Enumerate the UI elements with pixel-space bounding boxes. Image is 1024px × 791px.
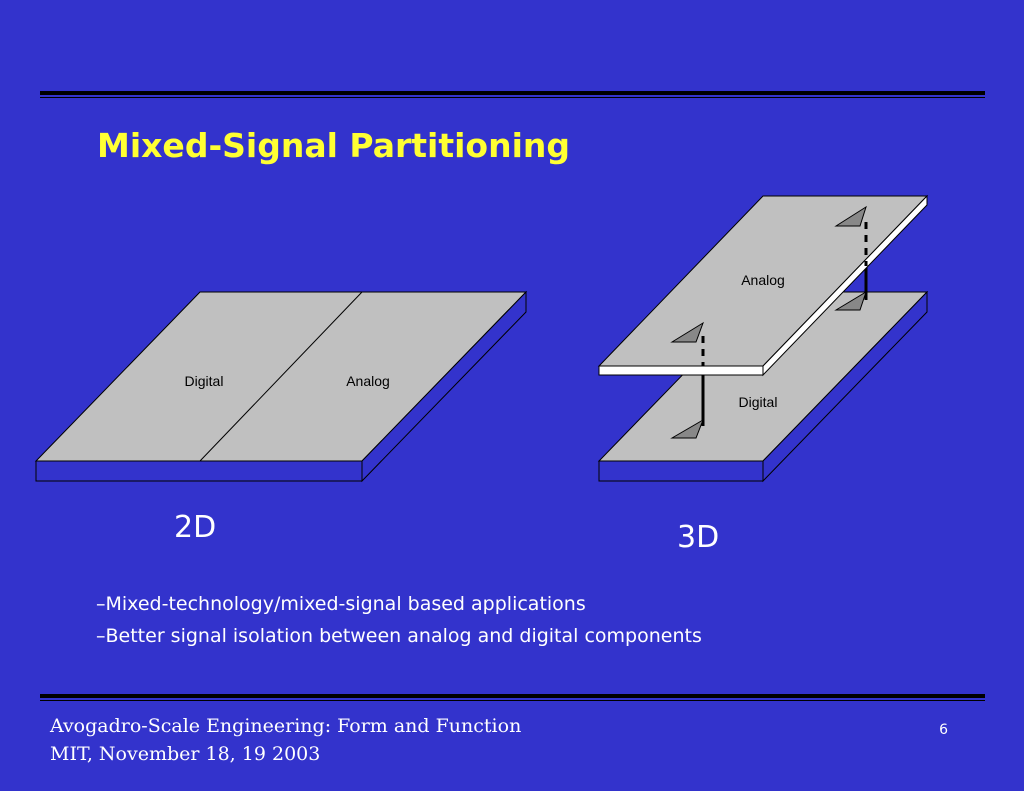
slab-2d-front-face (35, 460, 363, 482)
slab-3d-bottom: Digital (597, 290, 929, 483)
bottom-divider-thin (40, 700, 985, 701)
slab-2d-partition-line (199, 291, 363, 462)
slab-3d-top-front-face (598, 365, 764, 376)
top-divider-thin (40, 97, 985, 98)
caption-2d: 2D (174, 510, 217, 545)
bullet-item: –Mixed-technology/mixed-signal based app… (96, 593, 586, 615)
slide-title: Mixed-Signal Partitioning (97, 126, 571, 165)
footer: Avogadro-Scale Engineering: Form and Fun… (50, 712, 521, 768)
slab-3d-digital-label: Digital (739, 394, 778, 410)
bullet-list: –Mixed-technology/mixed-signal based app… (96, 588, 702, 652)
slab-3d-analog-label: Analog (741, 272, 785, 288)
via-right-top-arrow (834, 205, 867, 227)
footer-line-course: Avogadro-Scale Engineering: Form and Fun… (50, 715, 522, 737)
via-left-top-arrow (670, 321, 704, 343)
bullet-item: –Better signal isolation between analog … (96, 625, 702, 647)
slab-2d: Digital Analog (34, 290, 528, 483)
slab-3d-bottom-side-face (762, 290, 928, 483)
via-left-bottom-arrow (670, 418, 704, 439)
caption-3d: 3D (677, 520, 720, 555)
via-right-bottom-arrow (834, 290, 867, 311)
top-divider (40, 91, 985, 95)
slab-3d-top: Analog (597, 194, 929, 377)
slab-3d-bottom-front-face (598, 460, 764, 482)
slab-2d-digital-label: Digital (185, 373, 224, 389)
bottom-divider (40, 694, 985, 698)
page-number: 6 (939, 722, 948, 738)
slab-3d-top-side-face (762, 194, 928, 377)
footer-line-venue: MIT, November 18, 19 2003 (50, 743, 321, 765)
slab-2d-side-face (361, 290, 527, 483)
slab-2d-analog-label: Analog (346, 373, 390, 389)
